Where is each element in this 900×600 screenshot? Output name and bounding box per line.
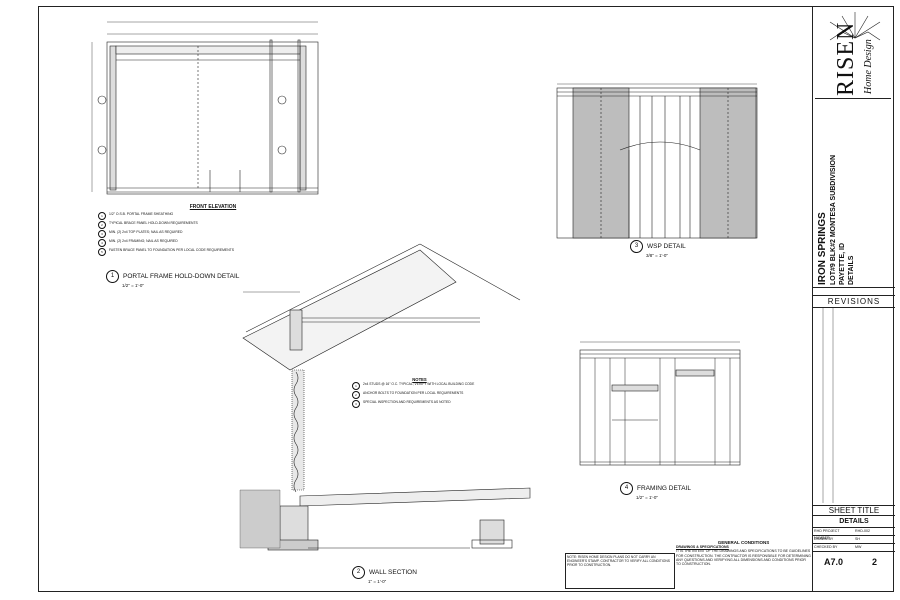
portal-frame-elevation <box>91 21 319 195</box>
project-city: PAYETTE, ID <box>839 242 846 285</box>
revisions-grid <box>822 308 834 503</box>
logo-name: RISEN <box>833 21 859 96</box>
project-sheet-name: DETAILS <box>848 255 855 285</box>
general-conditions: GENERAL CONDITIONS DRAWINGS & SPECIFICAT… <box>676 541 811 589</box>
general-conditions-subheading: DRAWINGS & SPECIFICATIONS <box>676 545 729 550</box>
title-block: RISEN Home Design IRON SPRINGS LOT#9 BLK… <box>812 6 895 592</box>
drawing-sheet-border <box>38 6 894 592</box>
wall-notes-heading: NOTES <box>412 377 427 382</box>
engineer-note-box: NOTE: RISEN HOME DESIGN PLANS DO NOT CAR… <box>565 553 675 589</box>
framing-detail-drawing <box>579 341 741 466</box>
sheet-title: DETAILS <box>813 516 895 528</box>
general-conditions-heading: GENERAL CONDITIONS <box>717 541 770 545</box>
project-info: IRON SPRINGS LOT#9 BLK#2 MONTESA SUBDIVI… <box>813 99 895 288</box>
company-logo: RISEN Home Design <box>815 10 891 99</box>
sheet-number: A7.0 <box>823 557 843 567</box>
project-name: IRON SPRINGS <box>817 212 828 285</box>
wsp-detail-drawing <box>556 83 758 239</box>
revisions-panel: REVISIONS <box>813 295 895 506</box>
project-lot: LOT#9 BLK#2 MONTESA SUBDIVISION <box>830 154 837 285</box>
page-number: 2 <box>871 557 877 567</box>
sheet-title-header: SHEET TITLE <box>813 506 895 516</box>
wall-section-drawing <box>239 243 531 551</box>
logo-subtitle: Home Design <box>863 39 874 94</box>
revisions-title: REVISIONS <box>813 296 895 308</box>
sheet-number-row: A7.0 2 <box>813 552 895 572</box>
general-conditions-text: IT IS THE INTENT OF THE DRAWINGS AND SPE… <box>676 549 811 567</box>
front-elevation-heading: FRONT ELEVATION <box>189 204 237 210</box>
logo-sunburst <box>829 12 881 41</box>
